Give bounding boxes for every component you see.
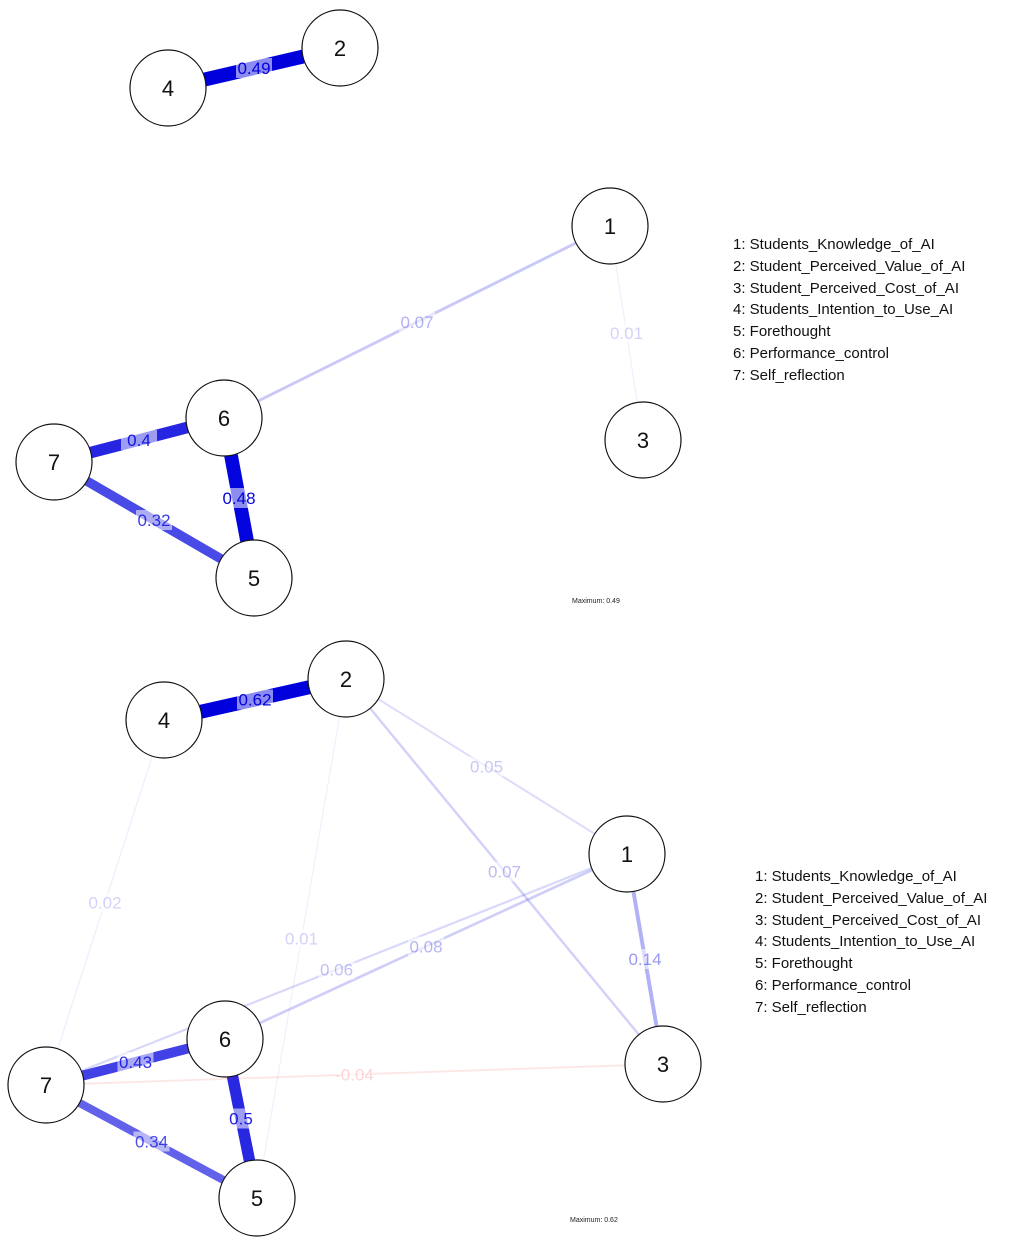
legend-item: 2: Student_Perceived_Value_of_AI (733, 257, 966, 275)
legend-item: 3: Student_Perceived_Cost_of_AI (733, 279, 959, 297)
edge-label-6-5: 0.5 (229, 1110, 253, 1129)
node-legend-2: 1: Students_Knowledge_of_AI 2: Student_P… (755, 866, 987, 1019)
edge-label-2-1: 0.05 (470, 758, 503, 777)
legend-item: 6: Performance_control (733, 344, 889, 362)
edge-label-bg (223, 1108, 259, 1129)
node-label-6: 6 (219, 1027, 231, 1052)
node-label-5: 5 (251, 1186, 263, 1211)
legend-item: 5: Forethought (755, 955, 853, 973)
edge-label-bg (608, 323, 645, 343)
legend-item: 6: Performance_control (755, 976, 911, 994)
node-label-2: 2 (334, 36, 346, 61)
edge-label-1-6: 0.07 (400, 313, 433, 332)
node-6 (185, 379, 263, 457)
edge-label-bg (283, 928, 320, 949)
legend-item: 3: Student_Perceived_Cost_of_AI (755, 911, 981, 929)
legend-item: 5: Forethought (733, 323, 831, 341)
legend-item: 7: Self_reflection (733, 366, 845, 384)
legend-item: 1: Students_Knowledge_of_AI (733, 236, 935, 253)
edge-label-bg (236, 58, 272, 78)
edge-label-4-2: 0.49 (237, 59, 270, 78)
edge-label-4-2: 0.62 (238, 691, 271, 710)
node-6 (186, 1000, 264, 1078)
node-label-5: 5 (248, 566, 260, 591)
node-1 (571, 187, 649, 265)
edge-label-1-6: 0.08 (409, 938, 442, 957)
edge-label-1-3: 0.14 (628, 950, 661, 969)
edge-label-7-6: 0.4 (127, 431, 151, 450)
legend-item: 4: Students_Intention_to_Use_AI (733, 301, 954, 319)
edge-label-1-7: 0.06 (320, 961, 353, 980)
network-graph-2: 0.62 0.05 0.07 0.02 0.010.06 0.08 0.14 0.43 0.5 0… (7, 640, 702, 1237)
node-2 (307, 640, 385, 718)
edge-label-bg (627, 949, 663, 969)
edge-label-6-5: 0.48 (222, 489, 255, 508)
legend-item: 1: Students_Knowledge_of_AI (755, 868, 957, 885)
edge-label-bg (117, 1052, 154, 1072)
network-panel-1: 0.49 0.07 0.01 0.4 0.48 0.32 1 2 3 4 5 6 7 1: Studen… (0, 0, 1024, 622)
node-4 (129, 49, 207, 127)
edge-label-bg (408, 936, 444, 957)
edge-label-1-3: 0.01 (610, 324, 643, 343)
node-label-3: 3 (637, 428, 649, 453)
node-1 (588, 815, 666, 893)
edge-label-7-3: -0.04 (335, 1066, 374, 1085)
node-label-3: 3 (657, 1052, 669, 1077)
maximum-note-2: Maximum: 0.62 (570, 1217, 618, 1224)
node-2 (301, 9, 379, 87)
edge-label-bg (221, 488, 257, 508)
node-label-7: 7 (48, 450, 60, 475)
edge-label-bg (399, 312, 435, 332)
edge-label-bg (237, 689, 273, 710)
node-label-6: 6 (218, 406, 230, 431)
edge-label-7-5: 0.34 (135, 1133, 168, 1152)
node-3 (604, 401, 682, 479)
node-label-1: 1 (604, 214, 616, 239)
edge-label-7-5: 0.32 (137, 511, 170, 530)
node-4 (125, 681, 203, 759)
legend-item: 2: Student_Perceived_Value_of_AI (755, 889, 988, 907)
node-5 (215, 539, 293, 617)
edge-label-bg (486, 861, 523, 882)
node-7 (7, 1046, 85, 1124)
maximum-note-1: Maximum: 0.49 (572, 598, 620, 605)
legend-item: 7: Self_reflection (755, 998, 867, 1016)
node-label-1: 1 (621, 842, 633, 867)
legend-item: 4: Students_Intention_to_Use_AI (755, 933, 976, 951)
edge-label-2-5: 0.01 (285, 930, 318, 949)
edge-label-bg (468, 756, 505, 777)
node-5 (218, 1159, 296, 1237)
edge-label-7-6: 0.43 (119, 1053, 152, 1072)
node-label-7: 7 (40, 1073, 52, 1098)
node-label-4: 4 (162, 76, 174, 101)
edge-label-bg (87, 892, 123, 913)
edge-label-bg (121, 430, 157, 450)
edge-label-bg (133, 1131, 170, 1152)
node-7 (15, 423, 93, 501)
node-3 (624, 1025, 702, 1103)
edge-label-4-7: 0.02 (88, 894, 121, 913)
network-graph-1: 0.49 0.07 0.01 0.4 0.48 0.32 1 2 3 4 5 6 7 (15, 9, 682, 617)
edge-label-bg (336, 1064, 373, 1085)
node-label-2: 2 (340, 667, 352, 692)
edge-label-bg (318, 959, 355, 980)
edge-label-2-3: 0.07 (488, 863, 521, 882)
node-legend-1: 1: Students_Knowledge_of_AI 2: Student_P… (733, 234, 965, 387)
node-label-4: 4 (158, 708, 170, 733)
edge-label-bg (136, 510, 172, 530)
